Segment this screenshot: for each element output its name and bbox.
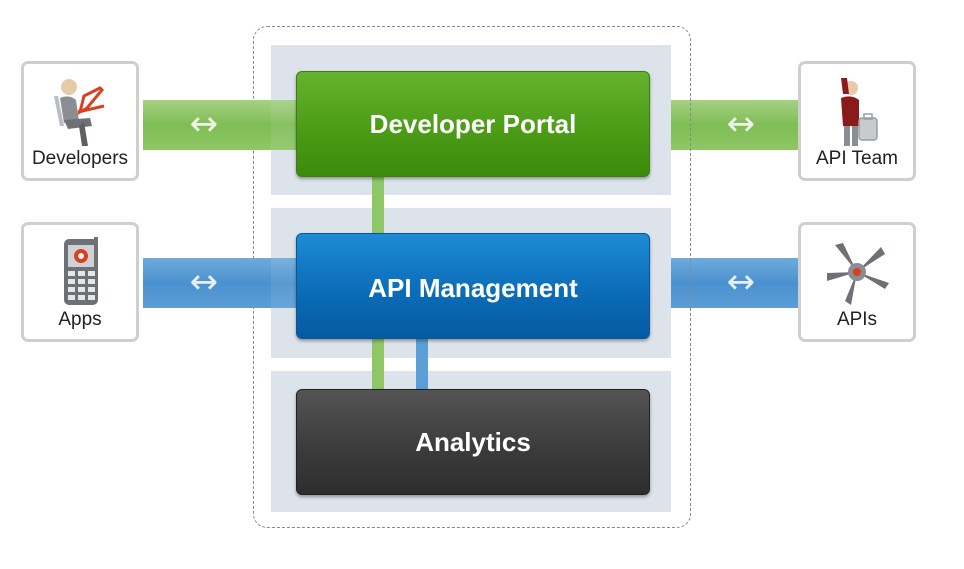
api-star-icon <box>827 243 889 305</box>
api-management-box[interactable]: API Management <box>296 233 650 339</box>
apps-arrow-icon: ↔ <box>189 262 219 302</box>
apis-label: APIs <box>836 309 878 330</box>
developer-portal-box[interactable]: Developer Portal <box>296 71 650 177</box>
developer-person-icon <box>54 79 105 146</box>
apps-label: Apps <box>58 309 102 330</box>
traveler-person-icon <box>841 78 878 146</box>
portal-band-overlay <box>253 100 303 150</box>
apis-card[interactable]: APIs <box>798 222 916 342</box>
apps-card[interactable]: Apps <box>21 222 139 342</box>
api-to-analytics-connector <box>416 330 428 392</box>
api-team-card[interactable]: API Team <box>798 61 916 181</box>
developers-arrow-icon: ↔ <box>189 104 219 144</box>
developers-label: Developers <box>31 148 129 169</box>
api-team-arrow-icon: ↔ <box>726 104 756 144</box>
apis-arrow-icon: ↔ <box>726 262 756 302</box>
developers-card[interactable]: Developers <box>21 61 139 181</box>
api-team-label: API Team <box>815 148 899 169</box>
api-band-overlay <box>253 258 303 308</box>
mobile-phone-icon <box>64 237 98 305</box>
analytics-box[interactable]: Analytics <box>296 389 650 495</box>
